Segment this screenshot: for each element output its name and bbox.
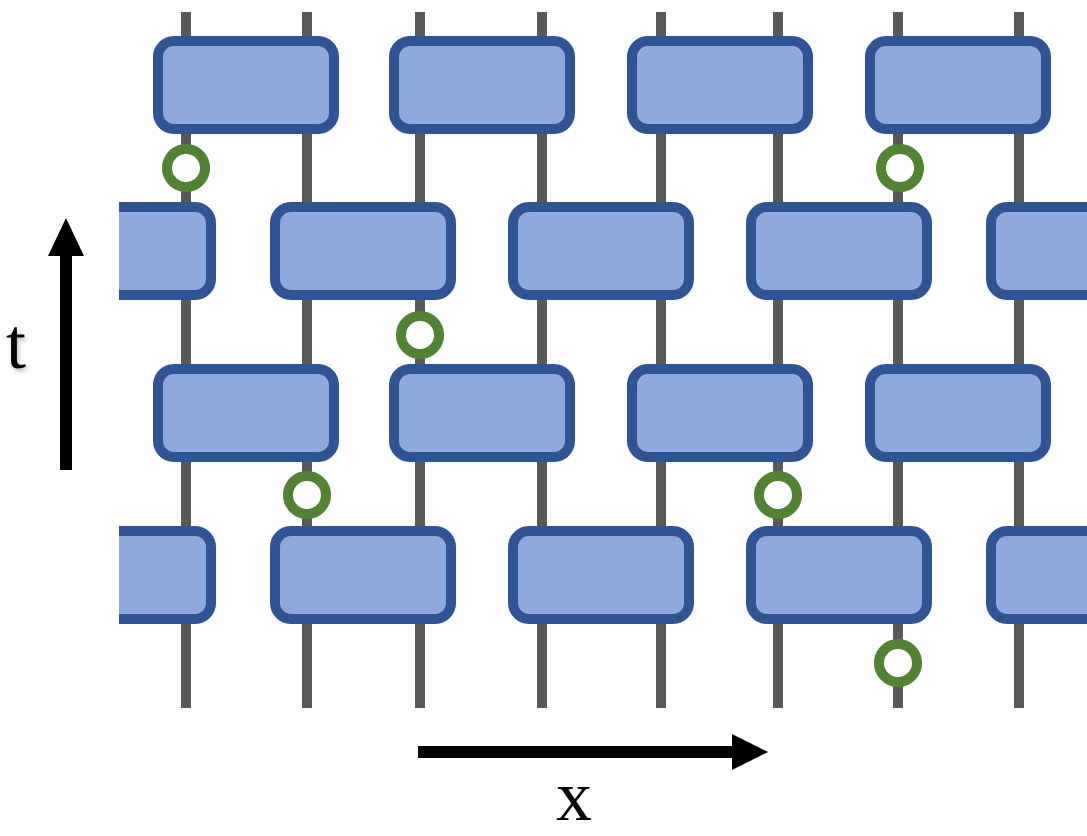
two-qubit-gate <box>389 36 575 134</box>
two-qubit-gate <box>986 202 1087 300</box>
two-qubit-gate <box>986 526 1087 624</box>
measurement-ring-icon <box>754 471 802 519</box>
two-qubit-gate <box>270 202 456 300</box>
two-qubit-gate <box>153 36 339 134</box>
measurement-ring-icon <box>162 144 210 192</box>
measurement-ring-icon <box>874 639 922 687</box>
time-axis-label: t <box>6 304 27 384</box>
two-qubit-gate <box>270 526 456 624</box>
space-axis-label: x <box>556 756 592 836</box>
measurement-markers <box>162 144 924 687</box>
two-qubit-gate <box>746 202 932 300</box>
two-qubit-gate <box>746 526 932 624</box>
measurement-ring-icon <box>876 144 924 192</box>
two-qubit-gate <box>865 364 1051 462</box>
two-qubit-gate <box>153 364 339 462</box>
two-qubit-gate <box>865 36 1051 134</box>
two-qubit-gate <box>119 526 216 624</box>
two-qubit-gate <box>508 526 694 624</box>
axis-arrows <box>48 218 768 770</box>
two-qubit-gate <box>627 364 813 462</box>
space-arrow-head-icon <box>732 734 768 770</box>
measurement-ring-icon <box>396 311 444 359</box>
gate-layers <box>119 36 1087 624</box>
two-qubit-gate <box>119 202 216 300</box>
time-arrow-head-icon <box>48 218 84 256</box>
measurement-ring-icon <box>283 471 331 519</box>
two-qubit-gate <box>389 364 575 462</box>
two-qubit-gate <box>508 202 694 300</box>
two-qubit-gate <box>627 36 813 134</box>
